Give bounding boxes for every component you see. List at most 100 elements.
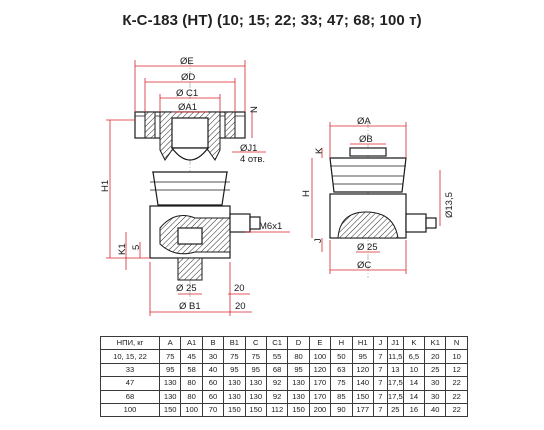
table-header-cell: J1 (386, 335, 404, 351)
table-cell: 13 (386, 362, 404, 378)
table-cell: 95 (223, 362, 246, 378)
flange-bolt-hole-left (144, 111, 156, 139)
table-cell: 7 (372, 402, 388, 418)
table-cell: 16 (402, 402, 426, 418)
table-cell: 150 (158, 402, 182, 418)
table-cell: 130 (158, 376, 182, 391)
table-cell: 80 (180, 376, 203, 391)
page-title: К-С-183 (НТ) (10; 15; 22; 33; 47; 68; 10… (122, 12, 422, 29)
table-cell: 85 (330, 389, 353, 404)
dim-M6x1: M6x1 (259, 221, 282, 232)
right-top-button (349, 147, 387, 157)
left-view: ØE ØD Ø C1 ØA1 N ØJ1 4 отв. H1 K1 5 M6x1… (100, 56, 290, 316)
table-header-cell: A (158, 335, 182, 351)
table-header-cell: B1 (223, 335, 246, 351)
sensor-neck (152, 171, 228, 206)
table-cell: 80 (287, 349, 310, 364)
table-cell: 10, 15, 22 (100, 349, 160, 364)
table-cell: 75 (330, 376, 353, 391)
right-upper-body (329, 157, 407, 193)
dim-OB1: Ø B1 (179, 301, 201, 312)
table-header-cell: E (308, 335, 332, 351)
dim-OC: ØC (357, 260, 371, 271)
table-cell: 100 (100, 402, 160, 418)
table-cell: 30 (424, 376, 447, 391)
table-cell: 170 (308, 389, 332, 404)
dim-K1: K1 (117, 243, 128, 255)
table-header-cell: H (330, 335, 353, 351)
table-cell: 112 (265, 402, 289, 418)
table-cell: 10 (445, 349, 468, 364)
table-cell: 7 (372, 389, 388, 404)
cable-end (249, 216, 261, 230)
table-cell: 68 (265, 362, 289, 378)
table-cell: 130 (287, 389, 310, 404)
dim-N: N (249, 106, 260, 113)
dim-OJ1: ØJ1 (240, 143, 257, 154)
table-cell: 92 (265, 389, 289, 404)
table-cell: 40 (201, 362, 225, 378)
dim-O13-5: Ø13,5 (444, 192, 455, 218)
dim-K: K (314, 147, 325, 154)
dim-H: H (301, 190, 312, 197)
table-cell: 100 (308, 349, 332, 364)
table-cell: 95 (287, 362, 310, 378)
dim-OA: ØA (357, 116, 371, 127)
table-header-cell: НПИ, кг (100, 335, 160, 351)
table-cell: 55 (265, 349, 289, 364)
right-cable-end (425, 217, 437, 229)
table-cell: 10 (402, 362, 426, 378)
dim-OD: ØD (181, 72, 195, 83)
table-cell: 90 (330, 402, 353, 418)
table-cell: 70 (201, 402, 225, 418)
table-cell: 130 (223, 389, 246, 404)
table-cell: 95 (158, 362, 182, 378)
table-cell: 150 (287, 402, 310, 418)
table-cell: 95 (351, 349, 374, 364)
table-cell: 200 (308, 402, 332, 418)
table-cell: 58 (180, 362, 203, 378)
table-cell: 14 (402, 389, 426, 404)
table-cell: 7 (372, 349, 388, 364)
dim-20-b: 20 (235, 301, 246, 312)
table-cell: 177 (351, 402, 374, 418)
dim-O25-left: Ø 25 (176, 283, 197, 294)
dim-OB: ØB (359, 134, 373, 145)
table-cell: 130 (223, 376, 246, 391)
table-header-cell: J (372, 335, 388, 351)
table-cell: 22 (445, 402, 468, 418)
cable-gland (229, 213, 251, 233)
table-cell: 120 (351, 362, 374, 378)
table-cell: 150 (223, 402, 246, 418)
table-header-cell: D (287, 335, 310, 351)
right-view: ØA ØB K H J Ø13,5 Ø 25 ØC (301, 116, 455, 278)
table-cell: 17,5 (386, 376, 404, 391)
table-header-cell: C (244, 335, 267, 351)
table-cell: 150 (351, 389, 374, 404)
dim-20-a: 20 (234, 283, 245, 294)
table-cell: 130 (287, 376, 310, 391)
table-cell: 140 (351, 376, 374, 391)
dim-5: 5 (131, 245, 142, 250)
table-cell: 14 (402, 376, 426, 391)
inner-pin (177, 227, 203, 245)
table-cell: 80 (180, 389, 203, 404)
right-lower-section (337, 211, 399, 239)
table-header-cell: K (402, 335, 426, 351)
table-header-cell: N (445, 335, 468, 351)
table-header-cell: H1 (351, 335, 374, 351)
table-cell: 30 (424, 389, 447, 404)
dim-J: J (313, 238, 324, 243)
table-cell: 12 (445, 362, 468, 378)
table-cell: 40 (424, 402, 447, 418)
table-cell: 7 (372, 362, 388, 378)
table-cell: 130 (244, 376, 267, 391)
table-cell: 130 (244, 389, 267, 404)
table-cell: 100 (180, 402, 203, 418)
dim-H1: H1 (100, 180, 111, 192)
